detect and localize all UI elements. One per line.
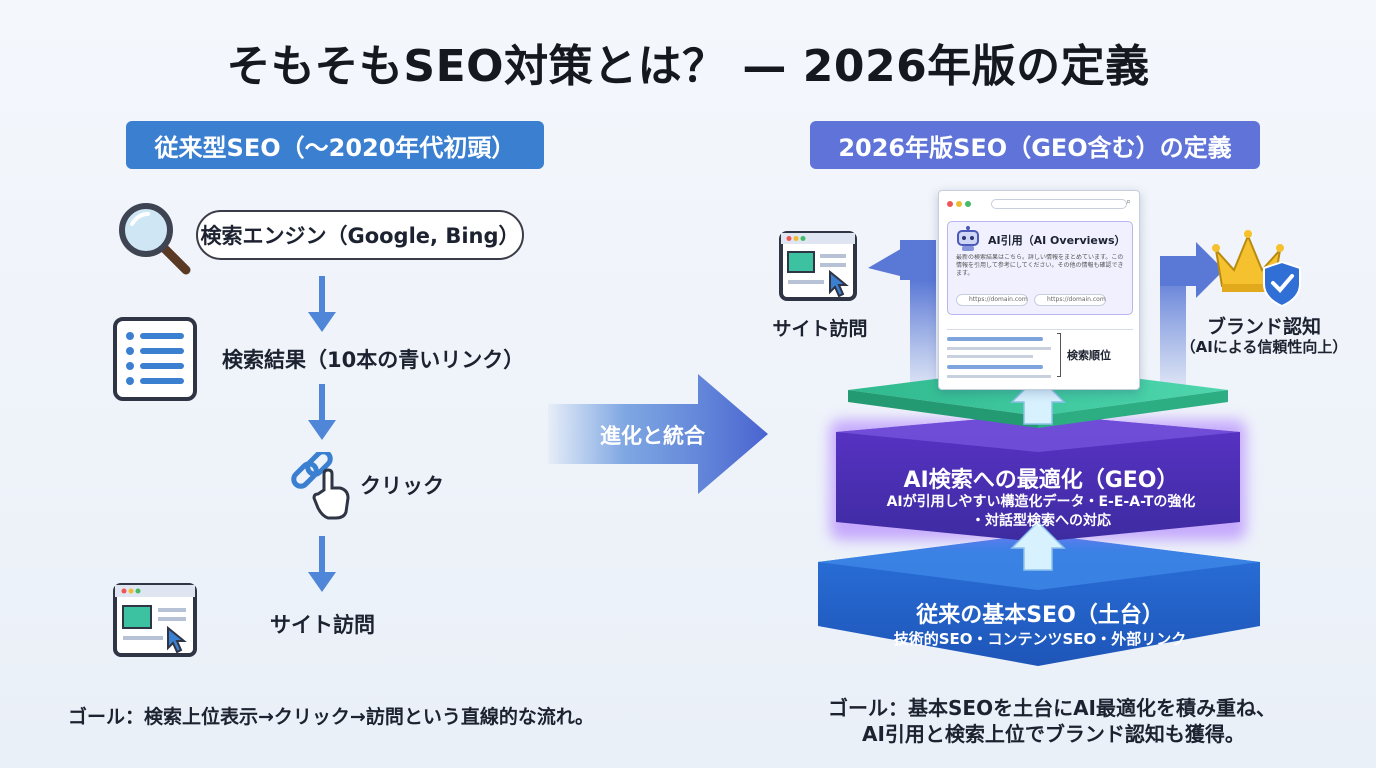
list-icon: [113, 317, 197, 401]
shield-check-icon: [1263, 260, 1301, 308]
divider: [947, 329, 1133, 330]
ai-overview-text: 最新の検索結果はこちら。詳しい情報をまとめています。この情報を引用して参考にして…: [956, 254, 1124, 277]
site-visit-step: サイト訪問: [270, 613, 375, 637]
click-step: クリック: [360, 474, 444, 498]
brand-awareness-subtitle: （AIによる信頼性向上）: [1180, 338, 1348, 356]
rank-bracket: [1057, 333, 1061, 377]
seo-layer-stack: [818, 240, 1260, 666]
result-line: [947, 375, 1051, 378]
search-results-step: 検索結果（10本の青いリンク）: [222, 348, 525, 372]
search-engine-step: 検索エンジン（Google, Bing）: [196, 210, 524, 260]
search-rank-label: 検索順位: [1067, 349, 1111, 362]
seo-2026-badge: 2026年版SEO（GEO含む）の定義: [810, 121, 1260, 169]
base-layer-title: 従来の基本SEO（土台）: [916, 603, 1164, 628]
search-icon: ⌕: [1125, 197, 1131, 207]
geo-layer-line2: ・対話型検索への対応: [971, 513, 1111, 529]
result-line: [947, 365, 1043, 369]
ai-citation-title: AI引用（AI Overviews）: [988, 234, 1126, 247]
pointer-hand-icon: [312, 468, 350, 520]
ai-overview-box: AI引用（AI Overviews） 最新の検索結果はこちら。詳しい情報をまとめ…: [947, 221, 1133, 315]
geo-layer-title: AI検索への最適化（GEO）: [903, 468, 1179, 493]
geo-layer-line1: AIが引用しやすい構造化データ・E-E-A-Tの強化: [886, 494, 1196, 510]
browser-toolbar: ⌕: [947, 197, 1133, 209]
search-result-browser: ⌕ AI引用（AI Overviews） 最新の検索結果はこちら。詳しい情報をま…: [938, 190, 1140, 390]
down-arrow-icon: [308, 536, 336, 592]
evolution-arrow: [548, 374, 768, 494]
source-chip-1[interactable]: https://domain.com: [956, 294, 1028, 306]
down-arrow-icon: [308, 384, 336, 440]
browser-window-icon: [779, 231, 857, 301]
crown-icon: [1212, 230, 1301, 308]
result-line: [947, 355, 1033, 358]
base-layer-subtitle: 技術的SEO・コンテンツSEO・外部リンク: [893, 630, 1187, 648]
right-goal-line1: ゴール：基本SEOを土台にAI最適化を積み重ね、: [828, 696, 1276, 720]
page-title: そもそもSEO対策とは？ — 2026年版の定義: [226, 41, 1150, 92]
down-arrow-icon: [308, 276, 336, 332]
robot-icon: [957, 226, 979, 251]
brand-awareness-title: ブランド認知: [1206, 316, 1321, 338]
right-goal-line2: AI引用と検索上位でブランド認知も獲得。: [862, 722, 1245, 746]
result-line: [947, 347, 1051, 350]
result-line: [947, 337, 1043, 341]
evolution-arrow-label: 進化と統合: [600, 424, 705, 448]
browser-window-icon: [113, 583, 197, 657]
search-icon: [119, 203, 191, 275]
link-icon: [291, 452, 350, 520]
traditional-seo-badge: 従来型SEO（〜2020年代初頭）: [126, 121, 544, 169]
source-chip-2[interactable]: https://domain.com: [1034, 294, 1106, 306]
right-site-visit-label: サイト訪問: [772, 318, 868, 340]
left-goal: ゴール：検索上位表示→クリック→訪問という直線的な流れ。: [68, 706, 595, 728]
